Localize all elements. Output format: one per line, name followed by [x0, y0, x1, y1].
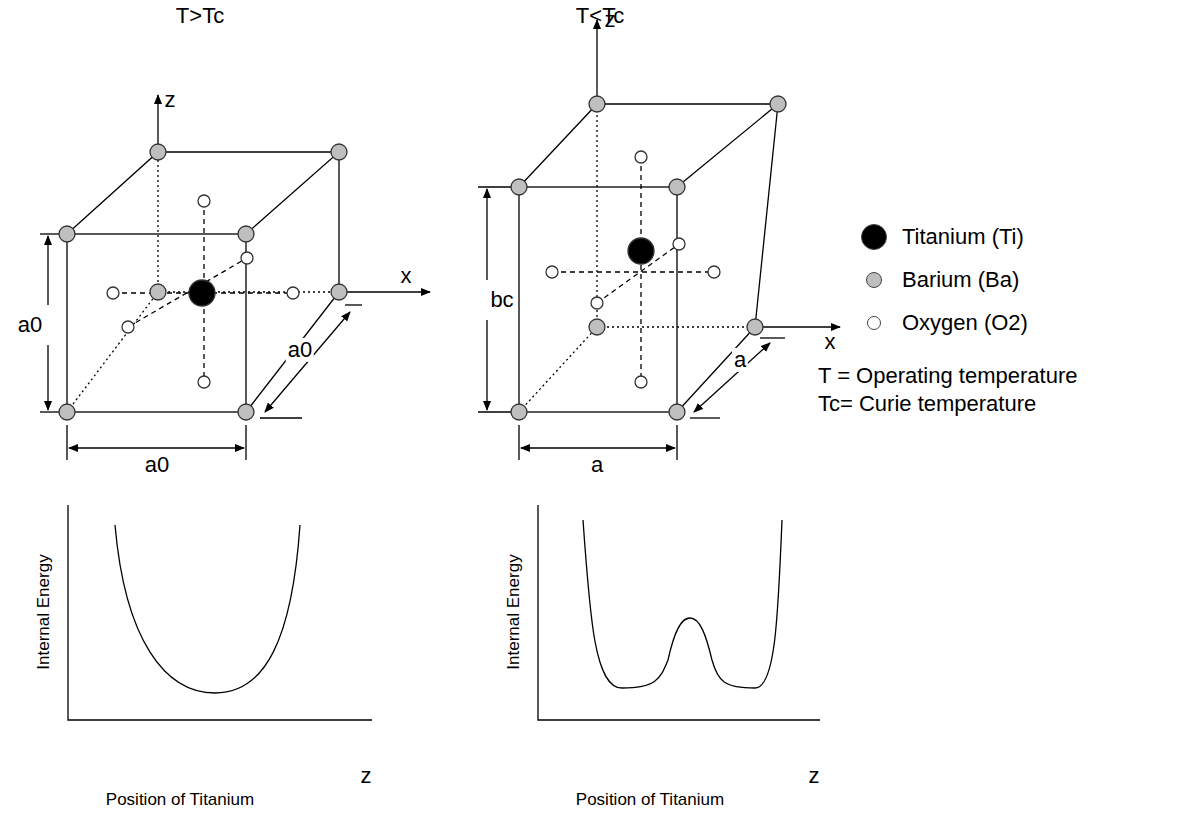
axis-label: z — [361, 764, 372, 788]
axis-label: x — [401, 264, 412, 288]
heading: T>Tc — [176, 4, 224, 28]
legend-swatch — [866, 272, 882, 288]
note: Tc= Curie temperature — [818, 392, 1036, 416]
axis-title: Internal Energy — [35, 554, 54, 669]
legend-swatch — [867, 316, 881, 330]
dimension-label: a0 — [16, 313, 44, 337]
dimension-label: a — [591, 453, 603, 477]
axis-label: x — [825, 330, 836, 354]
legend-text: Barium (Ba) — [902, 268, 1019, 292]
dimension-label: a0 — [286, 338, 314, 362]
axis-title: Position of Titanium — [106, 791, 254, 810]
legend-swatch — [861, 224, 887, 250]
dimension-label: bc — [488, 288, 515, 312]
axis-title: Position of Titanium — [576, 791, 724, 810]
legend-text: Oxygen (O2) — [902, 311, 1028, 335]
dimension-label: a — [732, 348, 748, 372]
axis-title: Internal Energy — [505, 554, 524, 669]
axis-label: z — [605, 8, 616, 32]
axis-label: z — [165, 88, 176, 112]
dimension-label: a0 — [145, 453, 169, 477]
axis-label: z — [809, 764, 820, 788]
heading: T<Tc — [576, 4, 624, 28]
note: T = Operating temperature — [818, 364, 1077, 388]
legend-text: Titanium (Ti) — [902, 225, 1024, 249]
